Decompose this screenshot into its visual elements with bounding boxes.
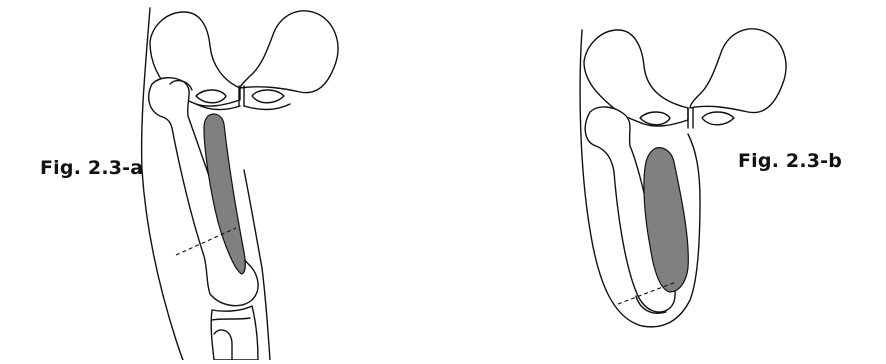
tibia-a xyxy=(211,306,258,360)
pelvis-right-a xyxy=(240,11,338,93)
figure-a-label: Fig. 2.3-a xyxy=(40,157,143,179)
foramen-right-a xyxy=(252,90,284,103)
pelvis-right-b xyxy=(690,29,786,113)
foramen-right-b xyxy=(702,112,734,125)
figure-a-drawing xyxy=(142,8,338,360)
figure-b-drawing xyxy=(580,29,786,327)
figure-b-label: Fig. 2.3-b xyxy=(738,150,842,172)
